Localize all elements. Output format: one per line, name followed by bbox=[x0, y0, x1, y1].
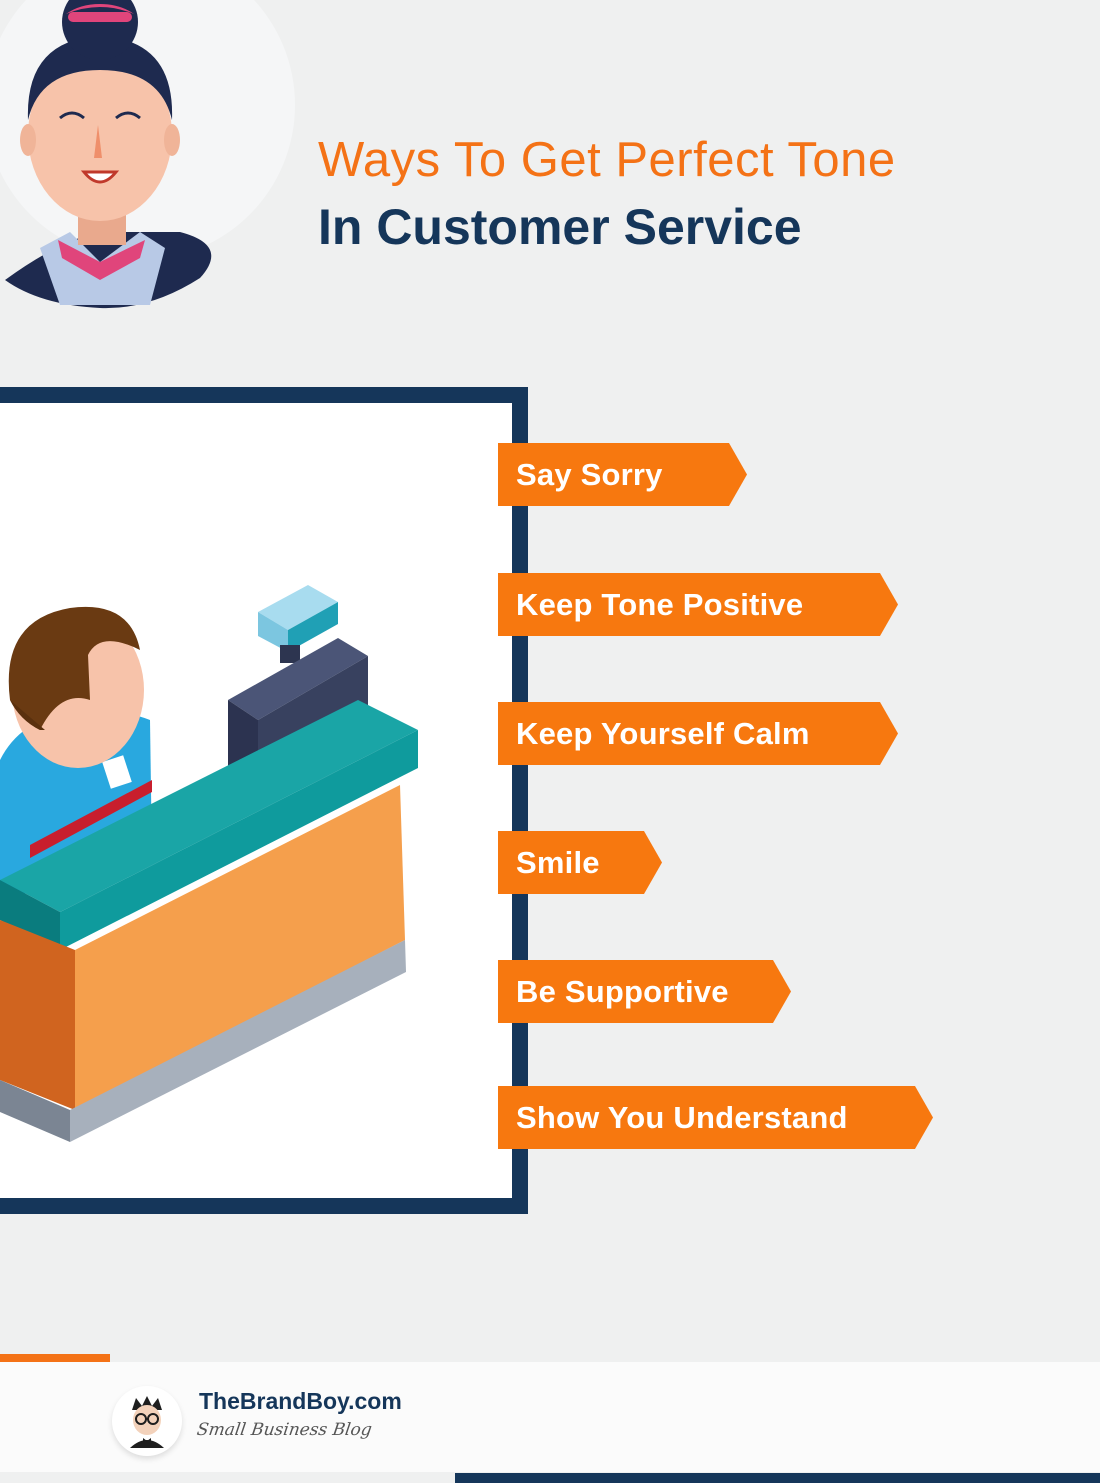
tip-tag-be-supportive: Be Supportive bbox=[498, 960, 791, 1023]
tip-label: Keep Yourself Calm bbox=[516, 715, 810, 751]
footer bbox=[0, 1362, 1100, 1472]
page-title-line2: In Customer Service bbox=[318, 199, 802, 255]
tip-tag-show-you-understand: Show You Understand bbox=[498, 1086, 933, 1149]
receptionist-desk-illustration bbox=[0, 570, 430, 1170]
tip-tag-keep-tone-positive: Keep Tone Positive bbox=[498, 573, 898, 636]
tip-label: Smile bbox=[516, 844, 600, 880]
tip-tag-keep-yourself-calm: Keep Yourself Calm bbox=[498, 702, 898, 765]
tip-label: Keep Tone Positive bbox=[516, 586, 804, 622]
tip-tag-say-sorry: Say Sorry bbox=[498, 443, 747, 506]
footer-bottom-bar bbox=[455, 1473, 1100, 1483]
woman-avatar-illustration bbox=[0, 0, 300, 310]
tip-label: Be Supportive bbox=[516, 973, 729, 1009]
tip-label: Show You Understand bbox=[516, 1099, 848, 1135]
tip-label: Say Sorry bbox=[516, 456, 663, 492]
brand-tagline: Small Business Blog bbox=[195, 1420, 374, 1440]
brand-logo-icon[interactable] bbox=[112, 1386, 182, 1456]
page-title-line1: Ways To Get Perfect Tone bbox=[318, 133, 896, 187]
footer-accent-bar bbox=[0, 1354, 110, 1362]
brand-name-link[interactable]: TheBrandBoy.com bbox=[199, 1388, 402, 1414]
tip-tag-smile: Smile bbox=[498, 831, 662, 894]
